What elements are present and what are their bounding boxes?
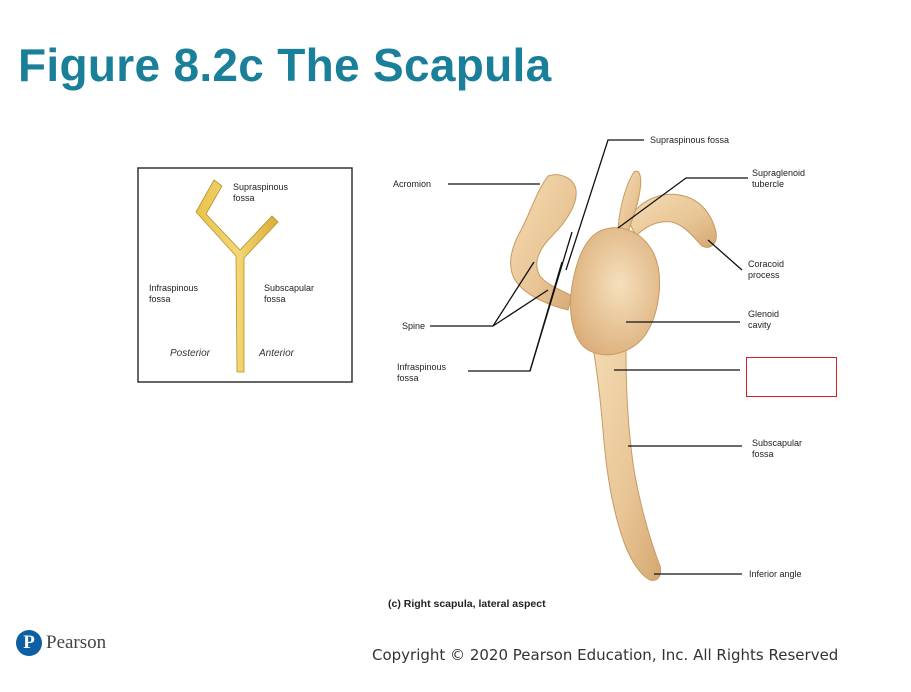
label-supraglenoid-1: Supraglenoid (752, 168, 805, 178)
leader-spine-lower (492, 289, 549, 327)
label-glenoid-1: Glenoid (748, 309, 779, 319)
inset-label-infraspinous-1: Infraspinous (149, 283, 199, 293)
scapula-illustration (510, 170, 717, 581)
inset-label-subscapular-1: Subscapular (264, 283, 314, 293)
pearson-logo: P Pearson (16, 630, 106, 656)
label-supraglenoid-2: tubercle (752, 179, 784, 189)
label-coracoid-2: process (748, 270, 780, 280)
leader-coracoid (707, 239, 743, 271)
label-spine: Spine (402, 321, 425, 331)
label-subscapular-2: fossa (752, 449, 774, 459)
inset-frame (137, 167, 353, 383)
label-glenoid-2: cavity (748, 320, 772, 330)
leader-lines (430, 139, 748, 575)
label-coracoid-1: Coracoid (748, 259, 784, 269)
caption-text: Right scapula, lateral aspect (401, 598, 546, 610)
scapula-blade (589, 331, 661, 581)
pearson-logo-icon: P (16, 630, 42, 656)
inset-label-supraspinous-2: fossa (233, 193, 255, 203)
pearson-logo-text: Pearson (46, 632, 107, 653)
label-inferior-angle: Inferior angle (749, 569, 802, 579)
label-supraspinous: Supraspinous fossa (650, 135, 729, 145)
main-labels: Acromion Spine Infraspinous fossa Supras… (393, 135, 805, 579)
slide-title: Figure 8.2c The Scapula (18, 39, 552, 91)
copyright-notice: Copyright © 2020 Pearson Education, Inc.… (372, 646, 839, 664)
label-subscapular-1: Subscapular (752, 438, 802, 448)
label-acromion: Acromion (393, 179, 431, 189)
inset-label-anterior: Anterior (258, 348, 295, 359)
leader-infraspinous-lower (529, 261, 563, 372)
inset-panel: Supraspinous fossa Infraspinous fossa Su… (137, 167, 353, 383)
inset-label-posterior: Posterior (170, 348, 211, 359)
caption-letter: (c) (388, 598, 401, 610)
leader-supraspinous (565, 139, 644, 271)
inset-label-infraspinous-2: fossa (149, 294, 171, 304)
inset-label-supraspinous-1: Supraspinous (233, 182, 289, 192)
acromion-spine (510, 174, 577, 311)
glenoid-cavity (570, 227, 661, 356)
leader-supraglenoid (617, 177, 748, 229)
label-infraspinous-2: fossa (397, 373, 419, 383)
figure-caption: (c) Right scapula, lateral aspect (388, 598, 546, 610)
inset-label-subscapular-2: fossa (264, 294, 286, 304)
label-infraspinous-1: Infraspinous (397, 362, 447, 372)
inset-y-shape (195, 179, 279, 373)
answer-box[interactable] (746, 357, 837, 397)
